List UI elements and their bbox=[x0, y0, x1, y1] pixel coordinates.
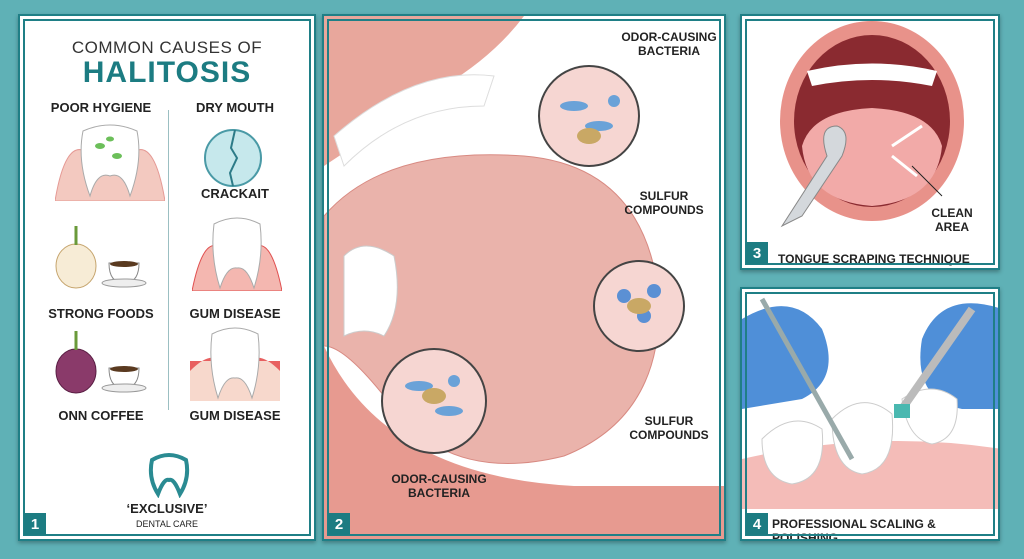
label-onion-coffee: ONN COFFEE bbox=[58, 408, 144, 423]
panel-number-badge: 3 bbox=[746, 242, 768, 264]
label-dry-mouth: DRY MOUTH bbox=[196, 100, 274, 115]
title-line1: COMMON CAUSES OF bbox=[71, 38, 263, 57]
callout-bacteria-bottom: ODOR-CAUSING BACTERIA bbox=[391, 472, 487, 500]
callout-sulfur-bottom: SULFUR COMPOUNDS bbox=[629, 414, 709, 442]
divider bbox=[168, 110, 169, 410]
caption-scaling: PROFESSIONAL SCALING & POLISHING bbox=[772, 517, 936, 541]
mouth-scraper-illustration bbox=[780, 21, 964, 228]
gum-disease-tooth-icon-2 bbox=[190, 327, 280, 401]
panel-causes: COMMON CAUSES OF HALITOSIS POOR HYGIENE … bbox=[18, 14, 316, 541]
scaling-illustration bbox=[742, 297, 998, 509]
panel-scaling: PROFESSIONAL SCALING & POLISHING 4 bbox=[740, 287, 1000, 541]
callout-bacteria-top: ODOR-CAUSING BACTERIA bbox=[621, 30, 717, 58]
tongue-illustration bbox=[324, 16, 724, 539]
label-gum-disease-2: GUM DISEASE bbox=[189, 408, 281, 423]
panel-tongue-bacteria: ODOR-CAUSING BACTERIA SULFUR COMPOUNDS S… bbox=[322, 14, 726, 541]
logo-name: ‘EXCLUSIVE’ bbox=[126, 501, 208, 516]
panel-number-badge: 4 bbox=[746, 513, 768, 535]
panel-number-badge: 1 bbox=[24, 513, 46, 535]
label-crack: CRACKAIT bbox=[201, 186, 269, 201]
logo-subtitle: DENTAL CARE bbox=[135, 519, 198, 529]
label-gum-disease: GUM DISEASE bbox=[189, 306, 281, 321]
label-strong-foods: STRONG FOODS bbox=[48, 306, 154, 321]
dry-mouth-icon bbox=[204, 129, 262, 187]
callout-sulfur-top: SULFUR COMPOUNDS bbox=[624, 189, 704, 217]
panel-tongue-scraping: CLEAN AREA TONGUE SCRAPING TECHNIQUE 3 bbox=[740, 14, 1000, 270]
page-title: HALITOSIS bbox=[82, 56, 252, 89]
red-onion-coffee-icon bbox=[55, 331, 147, 394]
onion-coffee-icon bbox=[55, 226, 147, 289]
caption-tongue-scraping: TONGUE SCRAPING TECHNIQUE bbox=[778, 252, 970, 266]
label-poor-hygiene: POOR HYGIENE bbox=[50, 100, 152, 115]
panel-number-badge: 2 bbox=[328, 513, 350, 535]
gum-disease-tooth-icon bbox=[192, 217, 282, 291]
dental-logo-icon bbox=[148, 453, 190, 498]
dirty-tooth-icon bbox=[55, 124, 165, 201]
clean-area-label: CLEAN AREA bbox=[931, 206, 973, 234]
